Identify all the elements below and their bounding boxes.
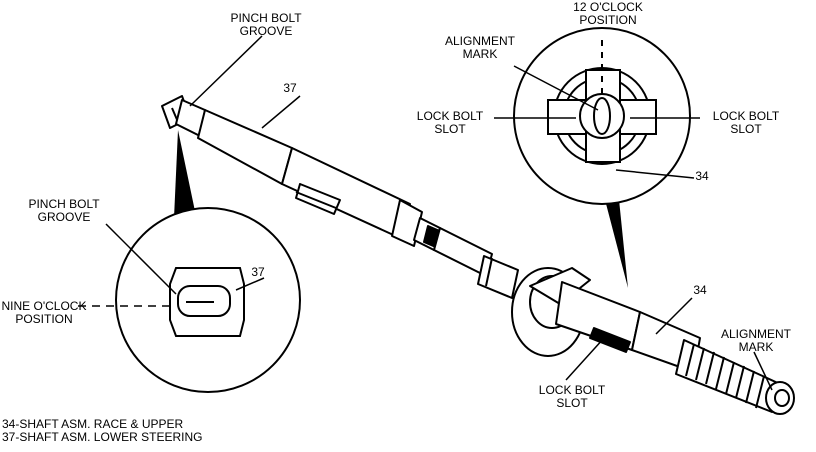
detail-circle-lower — [115, 130, 301, 393]
label-pinch-bolt-groove-left: PINCH BOLT — [28, 197, 100, 211]
svg-text:GROOVE: GROOVE — [240, 24, 293, 38]
svg-text:POSITION: POSITION — [15, 312, 72, 326]
svg-text:SLOT: SLOT — [730, 122, 762, 136]
label-lock-bolt-slot-left: LOCK BOLT — [417, 109, 484, 123]
label-12-oclock: 12 O'CLOCK — [573, 0, 643, 14]
svg-text:MARK: MARK — [463, 47, 498, 61]
lower-steering-shaft — [161, 95, 519, 299]
label-part-37-detail: 37 — [251, 265, 265, 279]
svg-text:POSITION: POSITION — [579, 13, 636, 27]
legend-item-34: 34-SHAFT ASM. RACE & UPPER — [2, 417, 184, 431]
callout-labels: PINCH BOLT GROOVE 37 12 O'CLOCK POSITION… — [2, 0, 792, 410]
label-nine-oclock: NINE O'CLOCK — [2, 299, 87, 313]
svg-text:MARK: MARK — [739, 340, 774, 354]
label-alignment-mark-top: ALIGNMENT — [445, 34, 516, 48]
legend-item-37: 37-SHAFT ASM. LOWER STEERING — [2, 430, 203, 444]
svg-text:GROOVE: GROOVE — [38, 210, 91, 224]
leader-lines — [78, 35, 773, 391]
label-alignment-mark-right: ALIGNMENT — [721, 327, 792, 341]
label-part-37-top: 37 — [283, 81, 297, 95]
svg-text:SLOT: SLOT — [556, 396, 588, 410]
parts-legend: 34-SHAFT ASM. RACE & UPPER 37-SHAFT ASM.… — [2, 418, 202, 444]
label-part-34-top: 34 — [695, 169, 709, 183]
label-pinch-bolt-groove-top: PINCH BOLT — [230, 11, 302, 25]
label-lock-bolt-slot-bottom: LOCK BOLT — [539, 383, 606, 397]
upper-shaft-race — [511, 267, 795, 415]
label-lock-bolt-slot-right: LOCK BOLT — [713, 109, 780, 123]
svg-text:SLOT: SLOT — [434, 122, 466, 136]
detail-circle-upper — [513, 27, 691, 288]
label-part-34-right: 34 — [693, 283, 707, 297]
